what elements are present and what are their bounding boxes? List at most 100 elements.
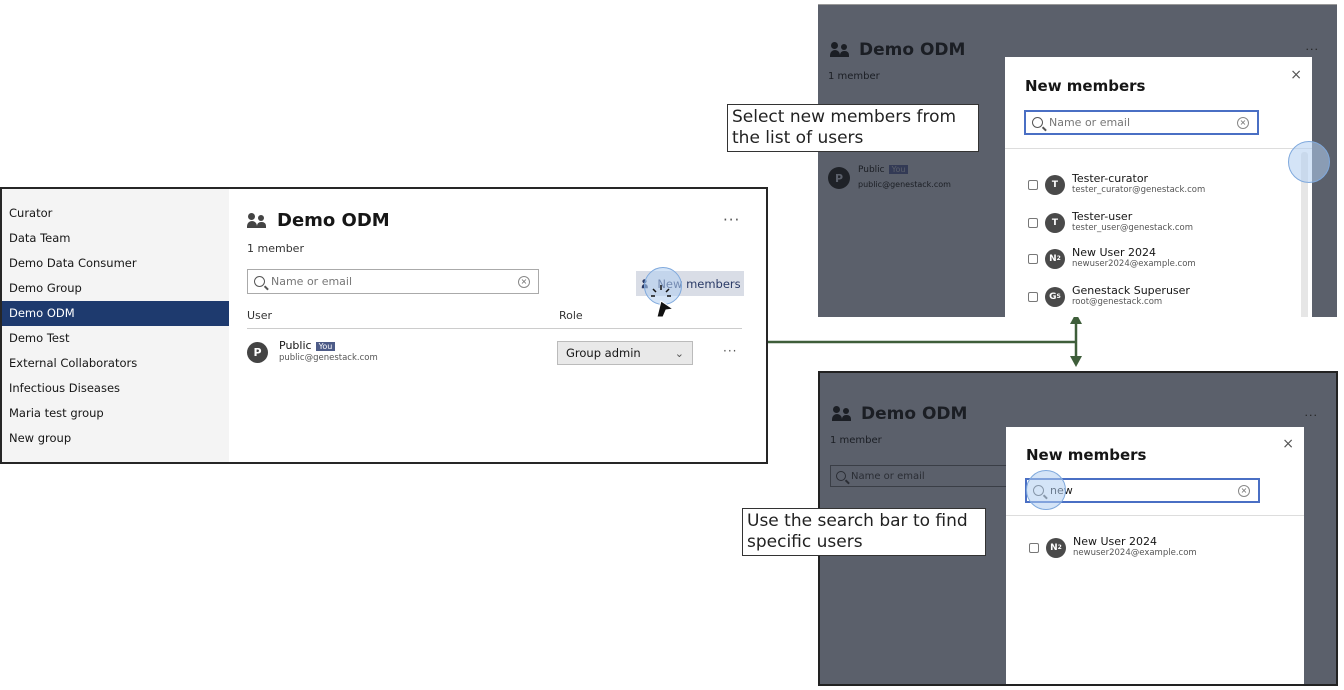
- you-badge: You: [888, 165, 909, 174]
- sidebar-item-infectious-diseases[interactable]: Infectious Diseases: [9, 381, 121, 395]
- table-divider: [247, 328, 742, 329]
- member-email: public@genestack.com: [279, 353, 378, 363]
- dim-search-input: Name or email: [830, 465, 1010, 487]
- member-name: Public: [279, 339, 312, 352]
- clear-icon[interactable]: ×: [518, 275, 530, 288]
- clear-icon[interactable]: ×: [1237, 116, 1249, 129]
- sidebar-item-demo-test[interactable]: Demo Test: [9, 331, 70, 345]
- page-title: Demo ODM: [247, 210, 390, 231]
- avatar: P: [828, 167, 850, 189]
- modal-divider: [1005, 148, 1312, 149]
- new-members-modal: New members × Name or email × T Tester-c…: [1005, 57, 1312, 317]
- member-count: 1 member: [828, 71, 880, 82]
- user-checkbox[interactable]: [1028, 179, 1038, 190]
- search-icon: [254, 276, 265, 287]
- user-name: Tester-curator: [1072, 172, 1149, 185]
- avatar: T: [1045, 174, 1065, 195]
- avatar: P: [247, 342, 268, 363]
- user-checkbox[interactable]: [1028, 253, 1038, 264]
- role-value: Group admin: [566, 346, 641, 360]
- you-badge: You: [315, 342, 336, 351]
- callout-select-members: Select new members from the list of user…: [727, 104, 979, 152]
- member-name: Public: [858, 165, 885, 175]
- group-content: Demo ODM ··· 1 member Name or email × Ne…: [229, 189, 766, 462]
- search-placeholder: Name or email: [271, 275, 353, 288]
- user-name: New User 2024: [1073, 535, 1158, 548]
- sidebar-item-demo-data-consumer[interactable]: Demo Data Consumer: [9, 256, 137, 270]
- sidebar-item-maria-test-group[interactable]: Maria test group: [9, 406, 104, 420]
- dim-page-title: Demo ODM: [832, 404, 967, 424]
- dim-title-text: Demo ODM: [859, 40, 966, 60]
- search-icon: [836, 471, 846, 481]
- user-email: tester_curator@genestack.com: [1072, 185, 1206, 195]
- search-placeholder: Name or email: [851, 470, 925, 482]
- sidebar-item-data-team[interactable]: Data Team: [9, 231, 71, 245]
- chevron-down-icon: ⌄: [674, 346, 684, 360]
- sidebar-item-new-group[interactable]: New group: [9, 431, 72, 445]
- more-options-icon: ···: [1304, 409, 1318, 422]
- group-page-screenshot: Curator Data Team Demo Data Consumer Dem…: [0, 187, 768, 464]
- member-count: 1 member: [247, 242, 304, 255]
- user-name: New User 2024: [1072, 246, 1157, 259]
- sidebar-item-curator[interactable]: Curator: [9, 206, 53, 220]
- user-checkbox[interactable]: [1028, 291, 1038, 302]
- connector-arrows: [768, 313, 1082, 367]
- modal-title: New members: [1025, 77, 1146, 95]
- sidebar-item-external-collaborators[interactable]: External Collaborators: [9, 356, 138, 370]
- close-icon[interactable]: ×: [1290, 67, 1302, 83]
- user-checkbox[interactable]: [1029, 542, 1039, 553]
- role-select[interactable]: Group admin ⌄: [557, 341, 693, 365]
- member-count: 1 member: [830, 435, 882, 446]
- user-checkbox[interactable]: [1028, 217, 1038, 228]
- search-placeholder: Name or email: [1049, 116, 1131, 129]
- group-icon: [247, 212, 269, 229]
- user-email: tester_user@genestack.com: [1072, 223, 1194, 233]
- group-title-text: Demo ODM: [277, 210, 390, 231]
- dim-page-title: Demo ODM: [830, 40, 965, 60]
- new-members-modal: New members × new × N2 New User 2024newu…: [1006, 427, 1304, 684]
- modal-scrollbar[interactable]: [1301, 152, 1308, 317]
- user-name: Genestack Superuser: [1072, 284, 1190, 297]
- search-icon: [1032, 117, 1043, 128]
- user-email: newuser2024@example.com: [1073, 548, 1197, 558]
- user-email: newuser2024@example.com: [1072, 259, 1196, 269]
- modal-title: New members: [1026, 446, 1147, 464]
- user-email: root@genestack.com: [1072, 297, 1163, 307]
- group-icon: [832, 406, 854, 422]
- callout-search-users: Use the search bar to find specific user…: [742, 508, 986, 556]
- member-search-input[interactable]: Name or email ×: [247, 269, 539, 294]
- sidebar-item-demo-group[interactable]: Demo Group: [9, 281, 82, 295]
- more-options-icon[interactable]: ···: [723, 211, 741, 229]
- member-email: public@genestack.com: [858, 180, 951, 189]
- modal-divider: [1006, 515, 1304, 516]
- search-highlight: [1026, 470, 1066, 510]
- sidebar-item-demo-odm[interactable]: Demo ODM: [2, 301, 229, 326]
- clear-icon[interactable]: ×: [1238, 484, 1250, 497]
- dim-title-text: Demo ODM: [861, 404, 968, 424]
- user-name: Tester-user: [1072, 210, 1133, 223]
- click-highlight: [644, 267, 682, 305]
- row-more-icon[interactable]: ···: [723, 344, 738, 358]
- modal-search-input[interactable]: Name or email ×: [1024, 110, 1259, 135]
- close-icon[interactable]: ×: [1282, 436, 1294, 452]
- more-options-icon: ···: [1305, 43, 1319, 56]
- group-icon: [830, 42, 852, 58]
- column-header-role: Role: [559, 309, 583, 322]
- column-header-user: User: [247, 309, 273, 322]
